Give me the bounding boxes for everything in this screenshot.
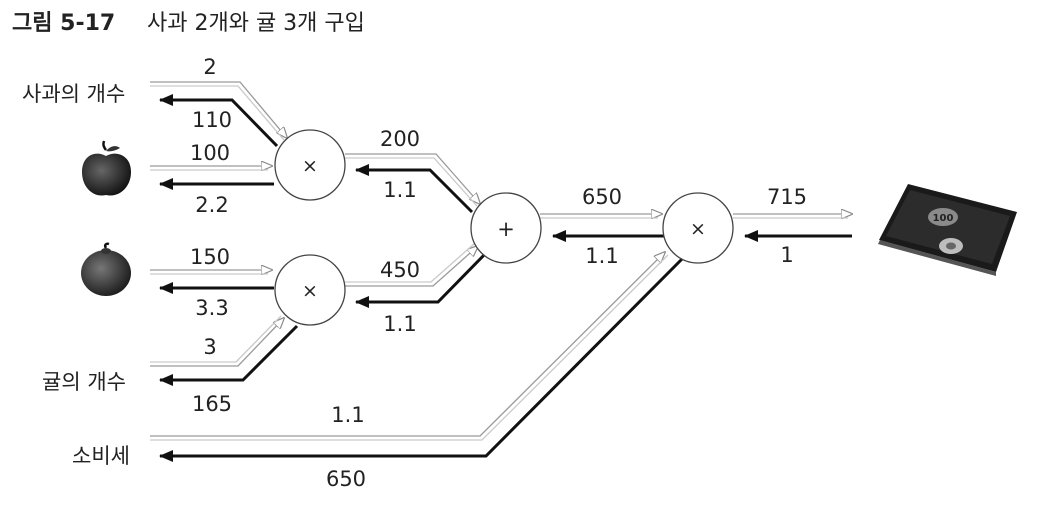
forward-value-orange-total: 450 — [380, 258, 420, 282]
forward-arrow-apple-count — [150, 81, 287, 138]
forward-value-orange-count: 3 — [203, 335, 216, 359]
backward-value-tax: 650 — [326, 467, 366, 491]
node-mul-apple-symbol: × — [302, 155, 318, 177]
forward-value-apple-price: 100 — [190, 141, 230, 165]
forward-value-tax: 1.1 — [331, 403, 364, 427]
forward-arrow-orange-count-shadow — [150, 315, 282, 363]
figure-caption: 사과 2개와 귤 3개 구입 — [147, 11, 365, 36]
forward-value-result: 715 — [767, 185, 807, 209]
forward-value-apple-total: 200 — [380, 127, 420, 151]
backward-value-result: 1 — [780, 243, 793, 267]
backward-arrow-orange-count — [159, 324, 299, 386]
label-tax: 소비세 — [72, 444, 130, 468]
node-mul-tax: × — [662, 192, 734, 264]
backward-value-sum: 1.1 — [585, 244, 618, 268]
backward-value-apple-count: 110 — [192, 108, 232, 132]
wallet-icon: 100 — [878, 184, 1017, 276]
backward-value-apple-total: 1.1 — [383, 178, 416, 202]
forward-arrow-orange-total — [345, 246, 478, 287]
label-orange-count: 귤의 개수 — [42, 370, 126, 394]
forward-arrow-orange-total-shadow — [345, 242, 476, 283]
backward-arrow-tax — [159, 256, 685, 462]
forward-value-orange-price: 150 — [190, 245, 230, 269]
forward-arrow-apple-total — [345, 153, 480, 204]
backward-value-orange-price: 3.3 — [195, 296, 228, 320]
orange-icon — [81, 242, 131, 296]
apple-icon — [82, 140, 131, 196]
forward-arrow-apple-count-shadow — [150, 85, 285, 141]
backward-arrow-orange-total — [355, 250, 489, 308]
forward-arrow-orange-count — [150, 318, 284, 367]
node-add-symbol: + — [497, 217, 515, 241]
svg-text:100: 100 — [933, 213, 954, 224]
backward-value-orange-count: 165 — [192, 392, 232, 416]
forward-arrow-tax — [150, 252, 665, 437]
node-mul-orange: × — [274, 254, 346, 326]
backward-arrow-apple-count — [159, 94, 279, 148]
figure-number: 그림 5-17 — [12, 11, 115, 36]
backward-arrows — [159, 94, 852, 462]
backward-arrow-apple-total — [355, 164, 474, 214]
node-add: + — [470, 192, 542, 264]
node-mul-tax-symbol: × — [690, 218, 706, 240]
forward-arrow-tax-shadow — [150, 254, 669, 441]
backward-value-orange-total: 1.1 — [383, 312, 416, 336]
node-mul-apple: × — [274, 129, 346, 201]
forward-value-apple-count: 2 — [203, 55, 216, 79]
node-mul-orange-symbol: × — [302, 280, 318, 302]
forward-value-sum: 650 — [582, 185, 622, 209]
label-apple-count: 사과의 개수 — [22, 82, 125, 106]
forward-arrow-apple-total-shadow — [345, 157, 478, 207]
backward-value-apple-price: 2.2 — [195, 193, 228, 217]
forward-arrows — [150, 81, 852, 441]
